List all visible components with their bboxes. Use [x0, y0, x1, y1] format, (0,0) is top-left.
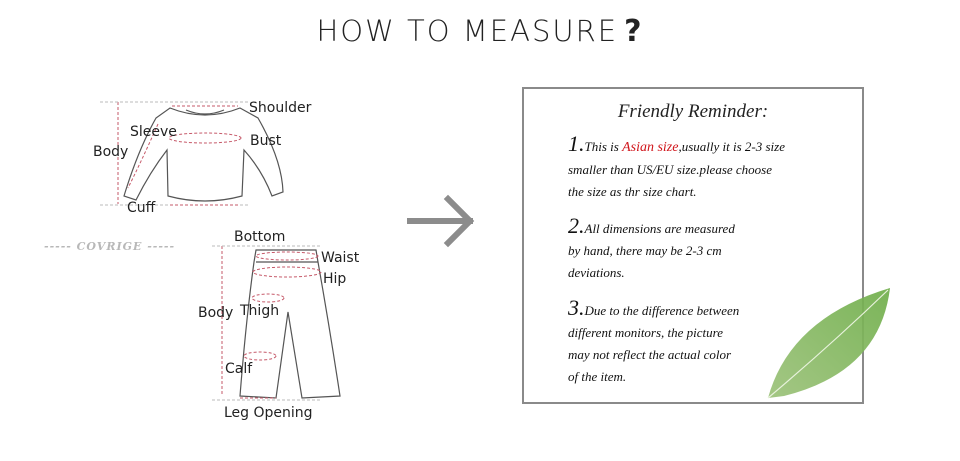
arrow-icon: [407, 194, 475, 248]
label-cuff: Cuff: [127, 200, 156, 216]
shirt-measure-lines: [100, 101, 250, 206]
note-2-line-3: deviations.: [568, 265, 625, 280]
note-3-number: 3.: [568, 295, 585, 320]
note-1-text-b: ,usually it is 2-3 size: [678, 139, 785, 154]
label-leg-opening: Leg Opening: [224, 405, 313, 421]
title-text: HOW TO MEASURE: [316, 14, 619, 48]
title-question-mark: ?: [624, 14, 644, 49]
note-3-line-1: Due to the difference between: [584, 303, 740, 318]
label-calf: Calf: [225, 361, 253, 377]
label-shirt-body: Body: [93, 144, 129, 160]
label-bottom: Bottom: [234, 229, 286, 245]
note-1-asian-size: Asian size: [622, 140, 679, 155]
reminder-heading: Friendly Reminder:: [617, 101, 769, 122]
label-pants-body: Body: [198, 305, 234, 321]
note-2-line-2: by hand, there may be 2-3 cm: [568, 243, 722, 258]
reminder-note-2: 2.All dimensions are measured by hand, t…: [568, 215, 858, 284]
label-waist: Waist: [321, 250, 360, 266]
note-3-line-4: of the item.: [568, 369, 627, 384]
note-2-number: 2.: [568, 213, 585, 238]
note-2-line-1: All dimensions are measured: [584, 221, 735, 236]
label-bust: Bust: [250, 133, 282, 149]
note-1-text-a: This is: [584, 139, 623, 154]
note-1-line-3: the size as thr size chart.: [568, 184, 697, 199]
shirt-outline: [123, 107, 284, 202]
pants-measure-lines: [212, 245, 322, 401]
label-sleeve: Sleeve: [130, 124, 177, 140]
note-1-line-2: smaller than US/EU size.please choose: [568, 162, 773, 177]
label-thigh: Thigh: [240, 303, 280, 319]
page-title: HOW TO MEASURE?: [0, 14, 960, 49]
label-shoulder: Shoulder: [249, 100, 312, 116]
label-hip: Hip: [323, 271, 347, 287]
pants-outline: [239, 249, 341, 399]
brand-watermark: ----- COVRIGE -----: [44, 240, 176, 253]
reminder-note-3: 3.Due to the difference between differen…: [568, 297, 858, 388]
reminder-note-1: 1.This is Asian size,usually it is 2-3 s…: [568, 133, 858, 203]
note-3-line-3: may not reflect the actual color: [568, 347, 732, 362]
note-3-line-2: different monitors, the picture: [568, 325, 724, 340]
note-1-number: 1.: [568, 131, 585, 156]
